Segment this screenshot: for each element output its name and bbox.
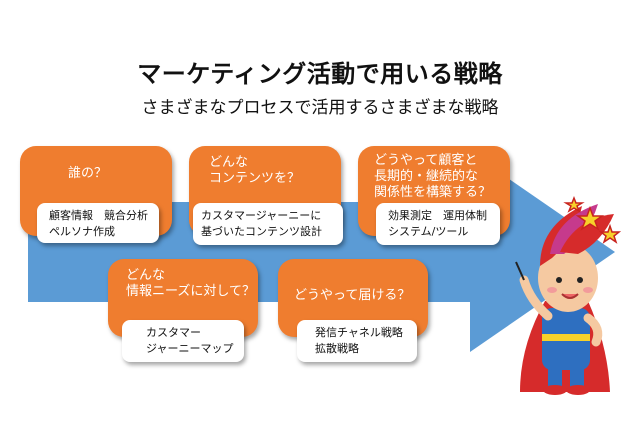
strategy-text-who: 顧客情報 競合分析 ペルソナ作成 [49, 209, 148, 238]
step-question-relationship: どうやって顧客と 長期的・継続的な 関係性を構築する？ [374, 153, 492, 200]
strategy-box-info-needs: カスタマー ジャーニーマップ [122, 320, 244, 362]
strategy-text-what-content: カスタマージャーニーに 基づいたコンテンツ設計 [201, 209, 322, 238]
diagram-title: マーケティング活動で用いる戦略 [137, 60, 503, 88]
step-question-who: 誰の？ [68, 166, 108, 181]
strategy-box-how-deliver: 発信チャネル戦略 拡散戦略 [297, 320, 417, 362]
strategy-text-how-deliver: 発信チャネル戦略 拡散戦略 [315, 326, 403, 355]
step-question-what-content: どんな コンテンツを？ [209, 155, 301, 186]
superhero-mascot-icon [515, 196, 622, 395]
step-question-info-needs: どんな 情報ニーズに対して？ [126, 268, 255, 299]
strategy-text-relationship: 効果測定 運用体制 システム/ツール [388, 209, 487, 238]
strategy-box-who: 顧客情報 競合分析 ペルソナ作成 [37, 203, 159, 243]
step-question-how-deliver: どうやって届ける？ [294, 288, 411, 303]
strategy-text-info-needs: カスタマー ジャーニーマップ [146, 326, 234, 355]
strategy-box-relationship: 効果測定 運用体制 システム/ツール [376, 203, 500, 245]
diagram-subtitle: さまざまなプロセスで活用するさまざまな戦略 [141, 98, 499, 118]
strategy-box-what-content: カスタマージャーニーに 基づいたコンテンツ設計 [193, 203, 343, 245]
